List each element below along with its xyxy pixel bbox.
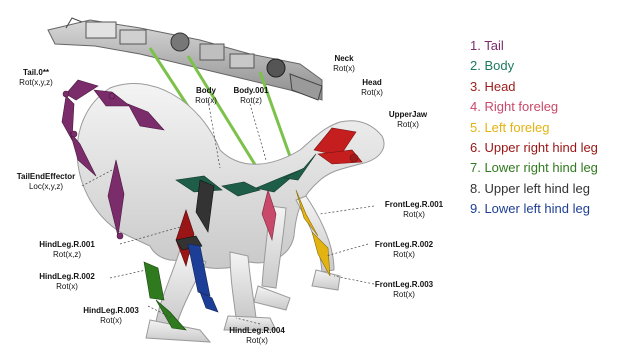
bone-dof: Rot(x,y,z) <box>10 78 62 88</box>
legend-item-right-foreleg: 4. Right foreleg <box>470 97 598 117</box>
label-head: Head Rot(x) <box>352 78 392 98</box>
bone-name: FrontLeg.R.001 <box>374 200 454 210</box>
legend-item-head: 3. Head <box>470 77 598 97</box>
bone-name: HindLeg.R.004 <box>218 326 296 336</box>
legend-item-lower-right-hind-leg: 7. Lower right hind leg <box>470 158 598 178</box>
legend-item-upper-right-hind-leg: 6. Upper right hind leg <box>470 138 598 158</box>
bone-dof: Rot(x) <box>374 210 454 220</box>
bone-dof: Rot(x) <box>28 282 106 292</box>
label-frontleg-r-001: FrontLeg.R.001 Rot(x) <box>374 200 454 220</box>
bone-dof: Rot(x,z) <box>28 250 106 260</box>
bone-dof: Rot(x) <box>364 250 444 260</box>
bone-group-legend: 1. Tail 2. Body 3. Head 4. Right foreleg… <box>470 36 598 220</box>
label-tail0: Tail.0** Rot(x,y,z) <box>10 68 62 88</box>
bone-dof: Rot(z) <box>226 96 276 106</box>
label-body001: Body.001 Rot(z) <box>226 86 276 106</box>
bone-dof: Rot(x) <box>72 316 150 326</box>
label-hindleg-r-003: HindLeg.R.003 Rot(x) <box>72 306 150 326</box>
bone-dof: Rot(x) <box>364 290 444 300</box>
bone-name: FrontLeg.R.002 <box>364 240 444 250</box>
bone-dof: Loc(x,y,z) <box>4 182 88 192</box>
label-hindleg-r-001: HindLeg.R.001 Rot(x,z) <box>28 240 106 260</box>
legend-item-upper-left-hind-leg: 8. Upper left hind leg <box>470 179 598 199</box>
bone-dof: Rot(x) <box>218 336 296 346</box>
bone-name: HindLeg.R.003 <box>72 306 150 316</box>
bone-dof: Rot(x) <box>352 88 392 98</box>
bone-name: HindLeg.R.002 <box>28 272 106 282</box>
bone-name: Tail.0** <box>10 68 62 78</box>
bone-name: Body <box>184 86 228 96</box>
label-upperjaw: UpperJaw Rot(x) <box>380 110 436 130</box>
bone-name: TailEndEffector <box>4 172 88 182</box>
label-neck: Neck Rot(x) <box>324 54 364 74</box>
bone-name: UpperJaw <box>380 110 436 120</box>
bone-name: Neck <box>324 54 364 64</box>
legend-item-tail: 1. Tail <box>470 36 598 56</box>
label-body: Body Rot(x) <box>184 86 228 106</box>
label-tail-end-effector: TailEndEffector Loc(x,y,z) <box>4 172 88 192</box>
legend-item-body: 2. Body <box>470 56 598 76</box>
bone-dof: Rot(x) <box>324 64 364 74</box>
bone-name: FrontLeg.R.003 <box>364 280 444 290</box>
label-hindleg-r-004: HindLeg.R.004 Rot(x) <box>218 326 296 346</box>
label-frontleg-r-002: FrontLeg.R.002 Rot(x) <box>364 240 444 260</box>
legend-item-left-foreleg: 5. Left foreleg <box>470 118 598 138</box>
label-frontleg-r-003: FrontLeg.R.003 Rot(x) <box>364 280 444 300</box>
bone-name: HindLeg.R.001 <box>28 240 106 250</box>
bone-dof: Rot(x) <box>380 120 436 130</box>
bone-name: Body.001 <box>226 86 276 96</box>
legend-item-lower-left-hind-leg: 9. Lower left hind leg <box>470 199 598 219</box>
bone-name: Head <box>352 78 392 88</box>
bone-dof: Rot(x) <box>184 96 228 106</box>
label-hindleg-r-002: HindLeg.R.002 Rot(x) <box>28 272 106 292</box>
